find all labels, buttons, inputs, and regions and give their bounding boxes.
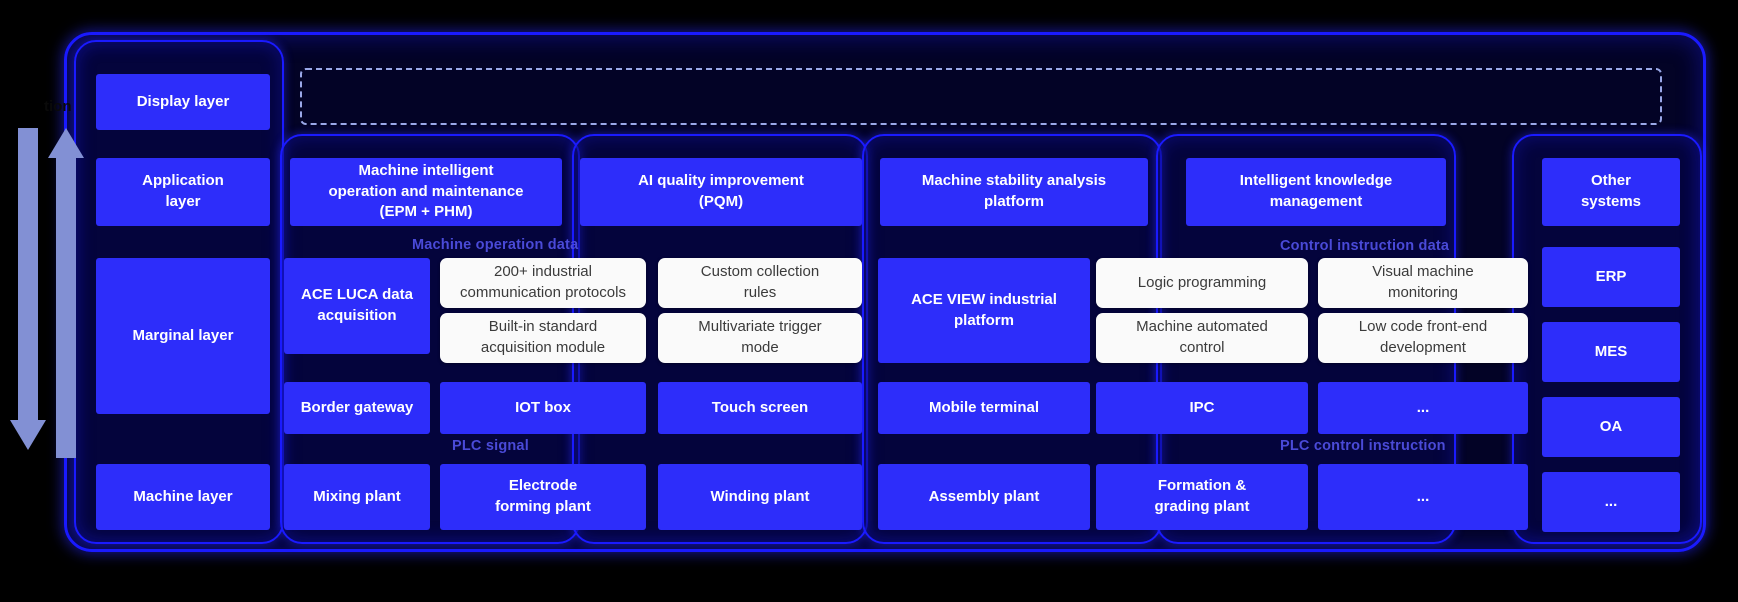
cut-off-label: tion [44, 98, 72, 115]
layer-label-application: Application layer [96, 158, 270, 226]
flow-label-plc-control-instruction: PLC control instruction [1280, 438, 1446, 454]
marginal-feature-collection-rules[interactable]: Custom collection rules [658, 258, 862, 308]
app-item-stability-analysis[interactable]: Machine stability analysis platform [880, 158, 1148, 226]
machine-mixing-plant[interactable]: Mixing plant [284, 464, 430, 530]
device-border-gateway[interactable]: Border gateway [284, 382, 430, 434]
machine-assembly-plant[interactable]: Assembly plant [878, 464, 1090, 530]
machine-formation-grading-plant[interactable]: Formation & grading plant [1096, 464, 1308, 530]
marginal-ace-luca[interactable]: ACE LUCA data acquisition [284, 258, 430, 354]
display-layer-dashed-region [300, 68, 1662, 125]
right-more[interactable]: ... [1542, 472, 1680, 532]
layer-label-marginal: Marginal layer [96, 258, 270, 414]
right-oa[interactable]: OA [1542, 397, 1680, 457]
device-more[interactable]: ... [1318, 382, 1528, 434]
marginal-feature-trigger-mode[interactable]: Multivariate trigger mode [658, 313, 862, 363]
layer-label-display: Display layer [96, 74, 270, 130]
flow-label-machine-operation-data: Machine operation data [412, 237, 579, 253]
device-iot-box[interactable]: IOT box [440, 382, 646, 434]
marginal-feature-automated-control[interactable]: Machine automated control [1096, 313, 1308, 363]
flow-label-plc-signal: PLC signal [452, 438, 529, 454]
device-mobile-terminal[interactable]: Mobile terminal [878, 382, 1090, 434]
upward-flow-arrow [48, 128, 84, 458]
right-other-systems[interactable]: Other systems [1542, 158, 1680, 226]
machine-more[interactable]: ... [1318, 464, 1528, 530]
app-item-knowledge-management[interactable]: Intelligent knowledge management [1186, 158, 1446, 226]
marginal-feature-low-code[interactable]: Low code front-end development [1318, 313, 1528, 363]
flow-label-control-instruction-data: Control instruction data [1280, 238, 1450, 254]
app-item-pqm[interactable]: AI quality improvement (PQM) [580, 158, 862, 226]
marginal-feature-visual-monitoring[interactable]: Visual machine monitoring [1318, 258, 1528, 308]
right-erp[interactable]: ERP [1542, 247, 1680, 307]
right-mes[interactable]: MES [1542, 322, 1680, 382]
marginal-feature-protocols[interactable]: 200+ industrial communication protocols [440, 258, 646, 308]
layer-label-machine: Machine layer [96, 464, 270, 530]
marginal-ace-view[interactable]: ACE VIEW industrial platform [878, 258, 1090, 363]
app-item-epm-phm[interactable]: Machine intelligent operation and mainte… [290, 158, 562, 226]
device-touch-screen[interactable]: Touch screen [658, 382, 862, 434]
downward-flow-arrow [10, 128, 46, 458]
marginal-feature-acquisition-module[interactable]: Built-in standard acquisition module [440, 313, 646, 363]
marginal-feature-logic-programming[interactable]: Logic programming [1096, 258, 1308, 308]
machine-electrode-forming-plant[interactable]: Electrode forming plant [440, 464, 646, 530]
machine-winding-plant[interactable]: Winding plant [658, 464, 862, 530]
device-ipc[interactable]: IPC [1096, 382, 1308, 434]
